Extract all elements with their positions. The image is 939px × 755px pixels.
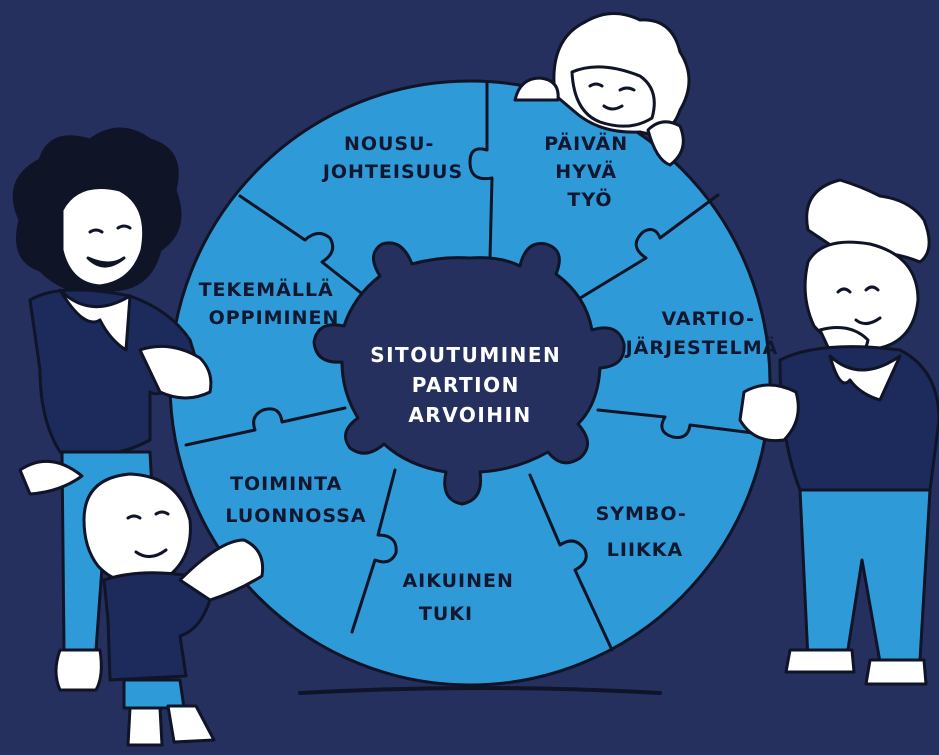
scout-peeking-icon [513,12,691,167]
segment-tekemalla-oppiminen: TEKEMÄLLÄ OPPIMINEN [199,277,342,329]
puzzle-wheel: SITOUTUMINEN PARTION ARVOIHIN NOUSU- JOH… [168,79,779,687]
center-line-2: PARTION [412,373,520,397]
segment-aikuinen-tuki: AIKUINEN TUKI [402,570,521,625]
center-label: SITOUTUMINEN PARTION ARVOIHIN [370,343,570,427]
scout-man-icon [738,178,939,686]
center-line-1: SITOUTUMINEN [370,343,561,367]
ground-line [298,686,662,695]
scout-child-icon [18,459,265,747]
segment-vartiojarjestelma: VARTIO- JÄRJESTELMÄ [624,308,779,359]
segment-symboliikka: SYMBO- LIIKKA [596,503,695,561]
center-line-3: ARVOIHIN [408,403,531,427]
center-hub [312,241,626,506]
segment-toiminta-luonnossa: TOIMINTA LUONNOSSA [225,473,366,527]
segment-nousujohteisuus: NOUSU- JOHTEISUUS [321,133,463,183]
segment-paivan-hyva-tyo: PÄIVÄN HYVÄ TYÖ [544,131,636,211]
segment-dividers [184,80,771,652]
